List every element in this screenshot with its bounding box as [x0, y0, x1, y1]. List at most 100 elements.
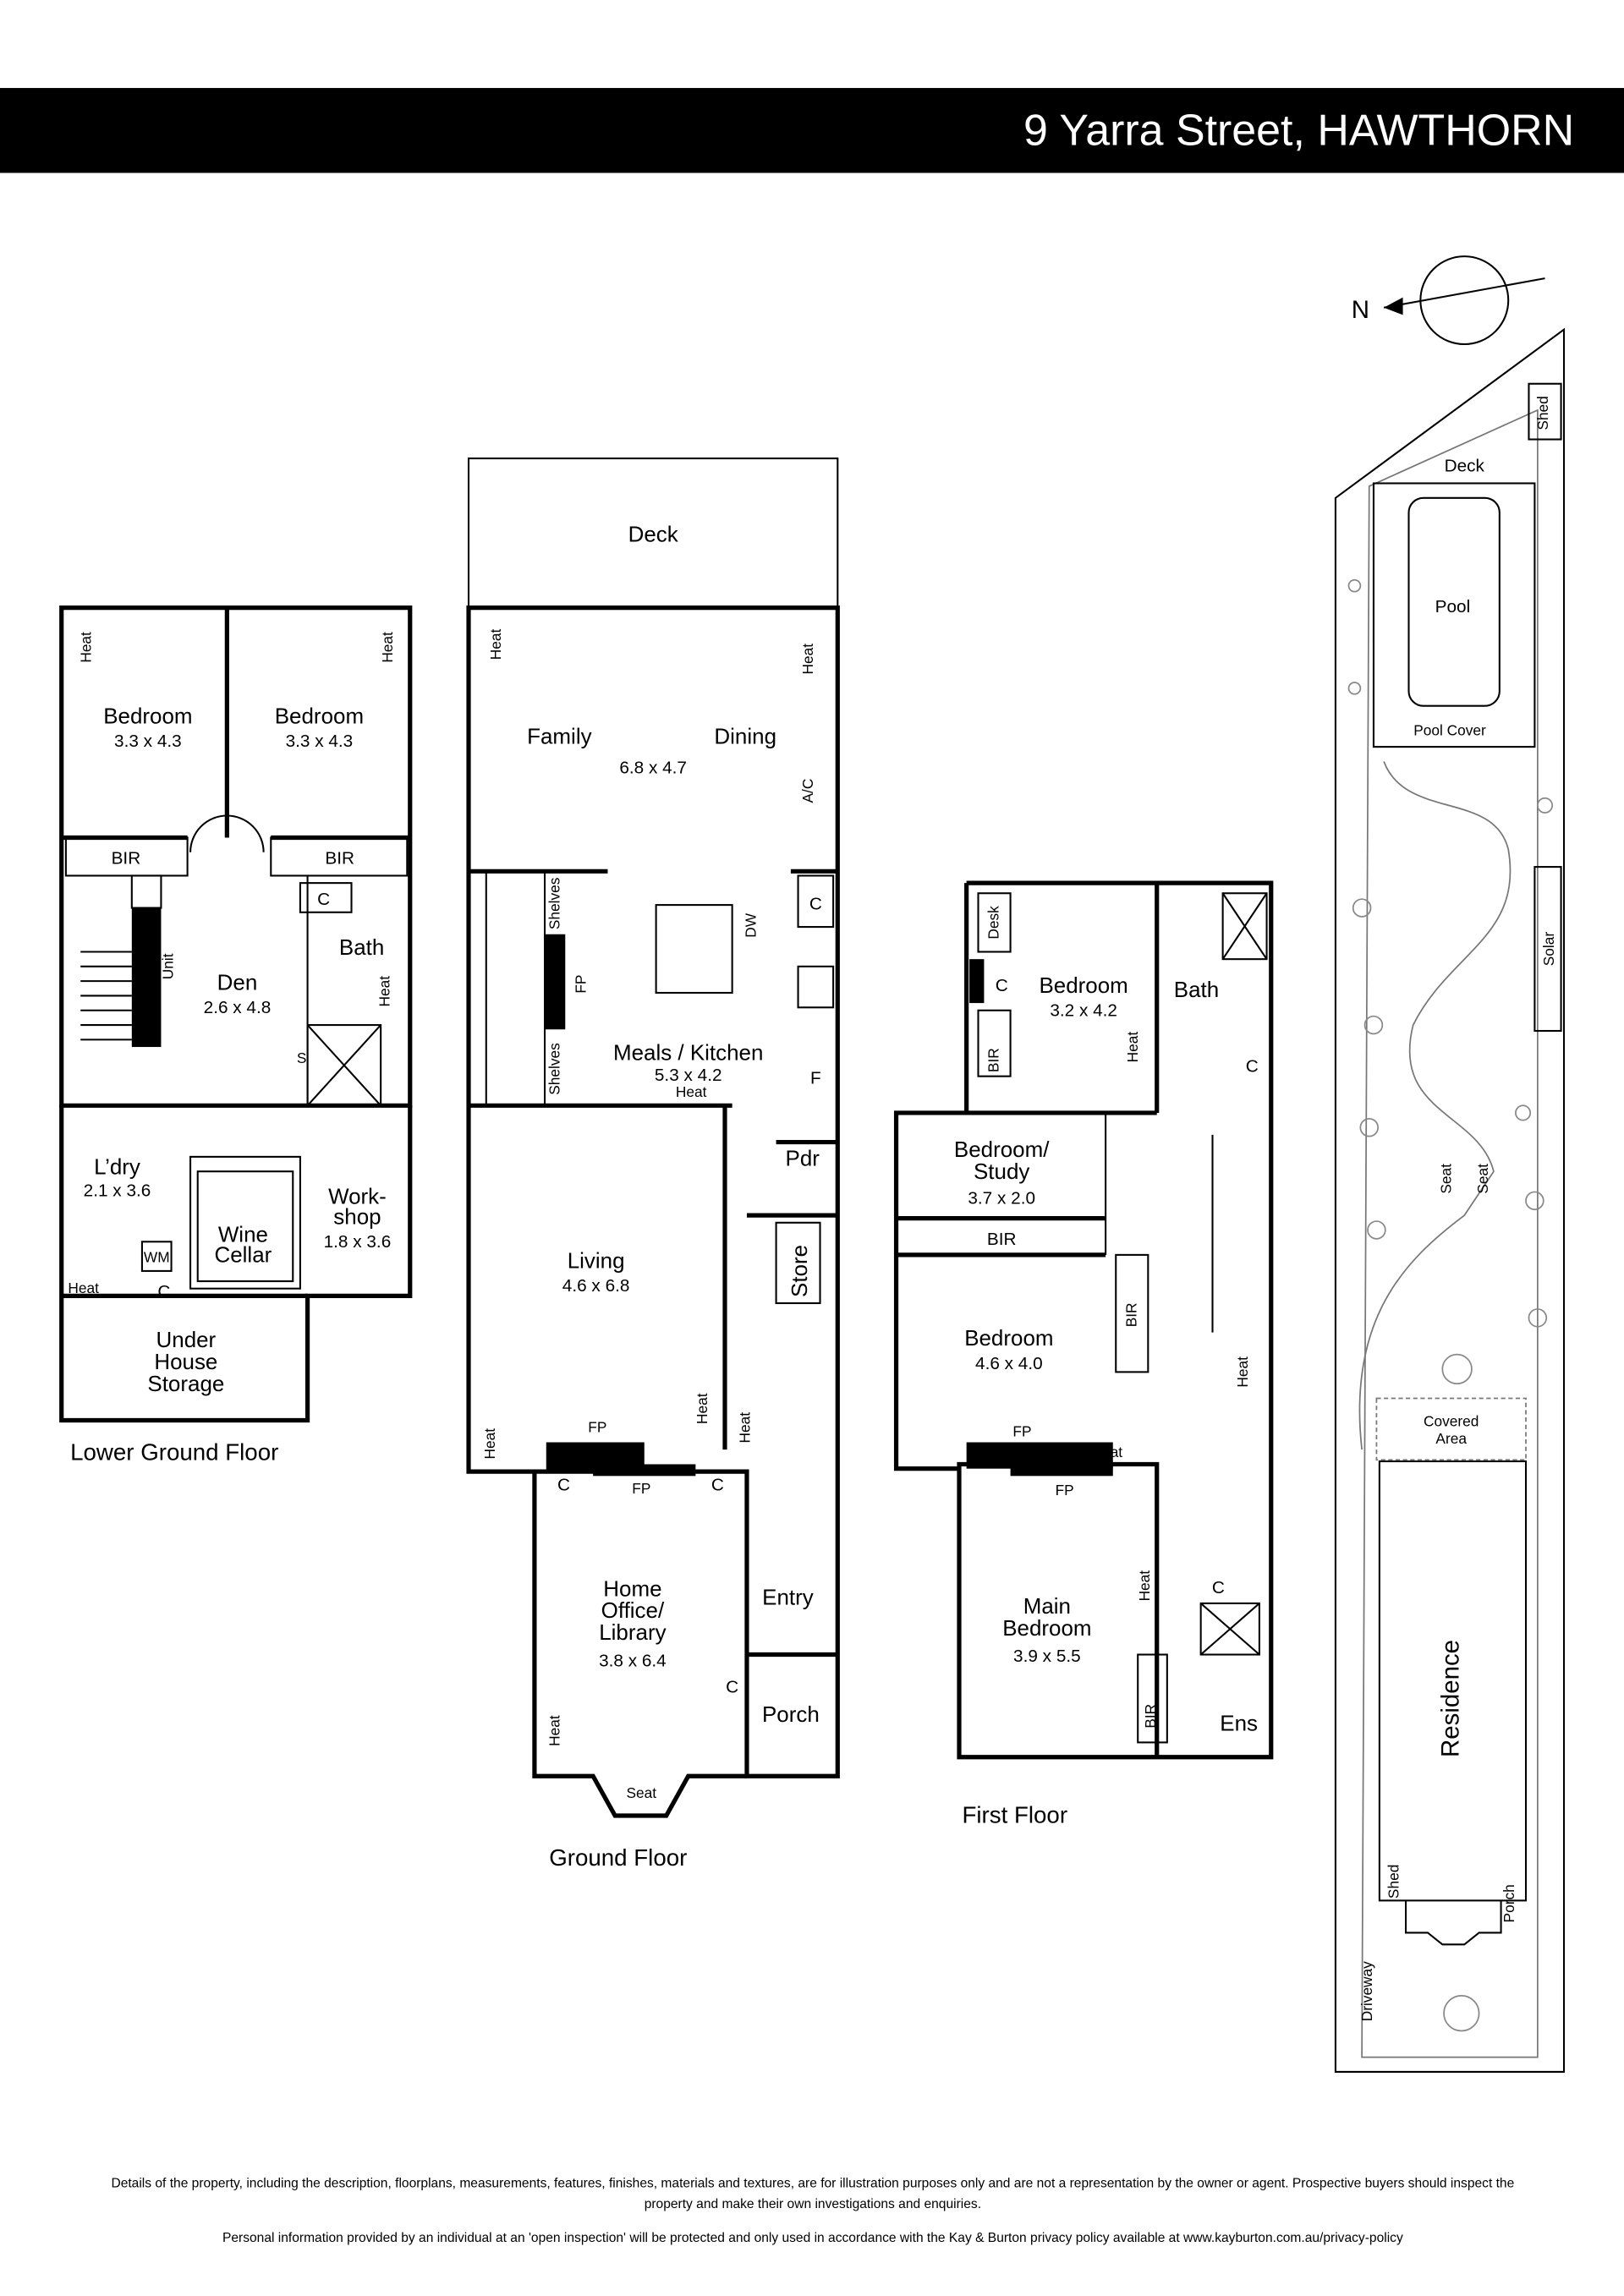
- heat-label: Heat: [1136, 1570, 1153, 1602]
- heat-label: Heat: [481, 1428, 498, 1460]
- heat-label: Heat: [379, 632, 396, 663]
- room-label: Porch: [762, 1701, 820, 1727]
- driveway-label: Driveway: [1358, 1961, 1375, 2021]
- room-size: 3.8 x 6.4: [599, 1651, 667, 1670]
- room-label: Bedroom: [103, 703, 192, 728]
- room-label: Pdr: [786, 1145, 820, 1170]
- fp-label: FP: [588, 1418, 606, 1435]
- room-label: Entry: [762, 1585, 814, 1610]
- room-size: 1.8 x 3.6: [324, 1232, 392, 1252]
- heat-label: Heat: [694, 1393, 710, 1424]
- floor-title: Ground Floor: [549, 1844, 687, 1871]
- room-label: L’dry: [94, 1154, 140, 1180]
- room-size: 3.2 x 4.2: [1050, 1001, 1117, 1021]
- ac-label: A/C: [799, 779, 816, 803]
- heat-label: Heat: [68, 1280, 99, 1296]
- room-label: C: [996, 976, 1008, 995]
- floor-title: First Floor: [962, 1802, 1067, 1828]
- compass-north-label: N: [1352, 296, 1369, 324]
- room-label: Library: [599, 1619, 666, 1645]
- room-label: House: [154, 1349, 217, 1374]
- room-size: 2.1 x 3.6: [84, 1181, 151, 1201]
- room-label: C: [809, 894, 822, 913]
- room-label: Wine: [218, 1221, 268, 1247]
- fp-label: FP: [632, 1480, 650, 1497]
- room-label: shop: [333, 1204, 381, 1230]
- room-label: Cellar: [214, 1242, 272, 1268]
- room-label: Living: [568, 1247, 625, 1273]
- unit-label: Unit: [159, 953, 176, 979]
- room-size: 3.3 x 4.3: [114, 732, 182, 751]
- shed-label: Shed: [1385, 1865, 1402, 1899]
- room-label: Den: [217, 970, 258, 995]
- porch-label: Porch: [1501, 1884, 1517, 1922]
- room-size: 4.6 x 6.8: [562, 1276, 630, 1296]
- room-label: BIR: [325, 849, 354, 869]
- fp-label: FP: [573, 975, 590, 994]
- seat-label: Seat: [1474, 1164, 1491, 1194]
- lower-ground-floor-plan: Bedroom 3.3 x 4.3 Bedroom 3.3 x 4.3 BIR …: [59, 606, 413, 1465]
- room-size: 6.8 x 4.7: [619, 758, 687, 777]
- pool-label: Pool: [1435, 597, 1471, 616]
- heat-label: Heat: [1234, 1356, 1251, 1388]
- heat-label: Heat: [77, 632, 94, 663]
- room-label: C: [711, 1476, 724, 1495]
- room-label: Family: [527, 724, 591, 749]
- header-bar: 9 Yarra Street, HAWTHORN: [0, 88, 1624, 173]
- seat-label: Seat: [627, 1784, 657, 1801]
- tree-icon: [1347, 578, 1554, 2032]
- wm-label: WM: [144, 1249, 170, 1266]
- room-label: Meals / Kitchen: [613, 1040, 763, 1066]
- room-label: Office/: [601, 1597, 665, 1623]
- room-label: Bedroom: [1039, 973, 1127, 998]
- room-label: Main: [1023, 1593, 1071, 1619]
- room-label: Work-: [328, 1183, 387, 1208]
- heat-label: Heat: [676, 1083, 707, 1100]
- room-label: Store: [787, 1245, 812, 1297]
- heat-label: Heat: [487, 628, 504, 660]
- residence-label: Residence: [1436, 1640, 1464, 1757]
- property-title: 9 Yarra Street, HAWTHORN: [1023, 107, 1574, 156]
- room-size: 4.6 x 4.0: [975, 1354, 1043, 1373]
- heat-label: Heat: [1124, 1032, 1141, 1063]
- deck-label: Deck: [1445, 457, 1485, 476]
- room-label: C: [317, 890, 330, 909]
- heat-label: Heat: [546, 1715, 562, 1746]
- desk-label: Desk: [985, 906, 1002, 940]
- fp-label: FP: [1012, 1423, 1031, 1440]
- covered-area-label: Covered: [1424, 1412, 1479, 1429]
- room-size: 3.7 x 2.0: [968, 1188, 1035, 1208]
- room-label: Deck: [628, 522, 679, 547]
- room-label: Under: [156, 1327, 217, 1352]
- seat-label: Seat: [1438, 1164, 1455, 1194]
- disclaimer-line: property and make their own investigatio…: [645, 2197, 981, 2211]
- shelves-label: Shelves: [546, 877, 562, 929]
- room-label: Dining: [714, 724, 776, 749]
- room-size: 3.9 x 5.5: [1013, 1647, 1081, 1666]
- heat-label: Heat: [799, 644, 816, 675]
- room-label: C: [557, 1476, 570, 1495]
- room-size: 2.6 x 4.8: [204, 998, 272, 1017]
- room-size: 3.3 x 4.3: [286, 732, 354, 751]
- shelves-label: Shelves: [546, 1043, 562, 1095]
- bir-label: BIR: [987, 1230, 1017, 1249]
- shed-label: Shed: [1534, 396, 1551, 430]
- room-label: Bedroom/: [954, 1137, 1050, 1162]
- covered-area-label: Area: [1435, 1430, 1467, 1447]
- room-label: Home: [603, 1575, 661, 1601]
- room-size: 5.3 x 4.2: [655, 1066, 722, 1085]
- fp-label: FP: [1056, 1482, 1074, 1499]
- room-label: C: [140, 907, 153, 927]
- pool-cover-label: Pool Cover: [1413, 721, 1486, 738]
- room-label: C: [726, 1678, 738, 1697]
- room-label: F: [810, 1068, 821, 1088]
- heat-label: Heat: [1092, 1444, 1123, 1460]
- room-label: C: [1246, 1056, 1259, 1076]
- heat-label: Heat: [376, 976, 393, 1007]
- s-label: S: [297, 1049, 307, 1066]
- room-label: Bedroom: [964, 1325, 1053, 1351]
- compass-icon: N: [1352, 255, 1545, 346]
- first-floor-plan: Desk C BIR Bedroom 3.2 x 4.2 Heat Bath C…: [893, 880, 1274, 1828]
- floor-title: Lower Ground Floor: [70, 1438, 278, 1465]
